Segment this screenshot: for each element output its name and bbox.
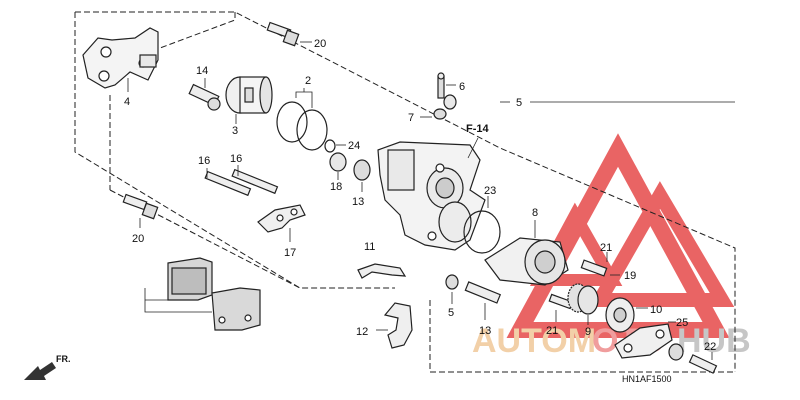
bleeder-valve-part-6 <box>420 72 457 120</box>
callout-19: 19 <box>624 270 636 282</box>
callout-6: 6 <box>459 81 465 93</box>
callout-10: 10 <box>650 304 662 316</box>
callout-5: 5 <box>516 97 522 109</box>
pad-spring-part-17 <box>257 204 306 242</box>
bolt-20-bottom <box>122 193 159 228</box>
pad-clip-part-11 <box>357 263 407 279</box>
callout-11: 11 <box>364 241 375 253</box>
callout-22: 22 <box>704 341 716 353</box>
seal-ring-part-23 <box>463 196 501 254</box>
watermark-text-hub: HUB <box>677 322 751 360</box>
reference-label: F-14 <box>466 123 490 135</box>
callout-13-upper: 13 <box>352 196 364 208</box>
callout-5-lower: 5 <box>448 307 454 319</box>
callout-8: 8 <box>532 207 538 219</box>
callout-23: 23 <box>484 185 496 197</box>
callout-20-bottom: 20 <box>132 233 144 245</box>
diagram-code: HN1AF1500 <box>622 374 672 384</box>
bolt-20-top <box>266 21 312 47</box>
caliper-body-part <box>377 141 486 251</box>
brake-pads-part <box>144 257 261 331</box>
callout-20-top: 20 <box>314 38 326 50</box>
callout-17: 17 <box>284 247 296 259</box>
piston-housing-part-8 <box>484 220 569 286</box>
small-parts-group <box>324 139 371 192</box>
callout-21-lower: 21 <box>546 325 558 337</box>
callout-18: 18 <box>330 181 342 193</box>
callout-12: 12 <box>356 326 368 338</box>
front-direction-arrow-icon: FR. <box>24 354 71 380</box>
front-direction-label: FR. <box>56 354 71 364</box>
callout-4: 4 <box>124 96 130 108</box>
piston-seals-part <box>276 88 328 151</box>
callout-16-right: 16 <box>230 153 242 165</box>
callout-2: 2 <box>305 75 311 87</box>
assembly-outline <box>74 11 736 373</box>
callout-7: 7 <box>408 112 414 124</box>
callout-14: 14 <box>196 65 208 77</box>
callout-24: 24 <box>348 140 360 152</box>
callout-9: 9 <box>585 326 591 338</box>
parking-mechanism-parts <box>548 252 718 374</box>
callout-21-upper: 21 <box>600 242 612 254</box>
callout-25: 25 <box>676 317 688 329</box>
piston-part <box>225 76 273 124</box>
slide-pins-part-16 <box>204 165 279 197</box>
callout-3: 3 <box>232 125 238 137</box>
caliper-bracket-part <box>82 27 159 92</box>
callout-13-lower: 13 <box>479 325 491 337</box>
bleeder-part-14 <box>188 78 221 111</box>
watermark-text-automoto: AUTOM <box>472 322 596 360</box>
pin-bolt-parts <box>445 274 502 320</box>
callout-16-left: 16 <box>198 155 210 167</box>
pad-retainer-part-12 <box>376 302 413 349</box>
